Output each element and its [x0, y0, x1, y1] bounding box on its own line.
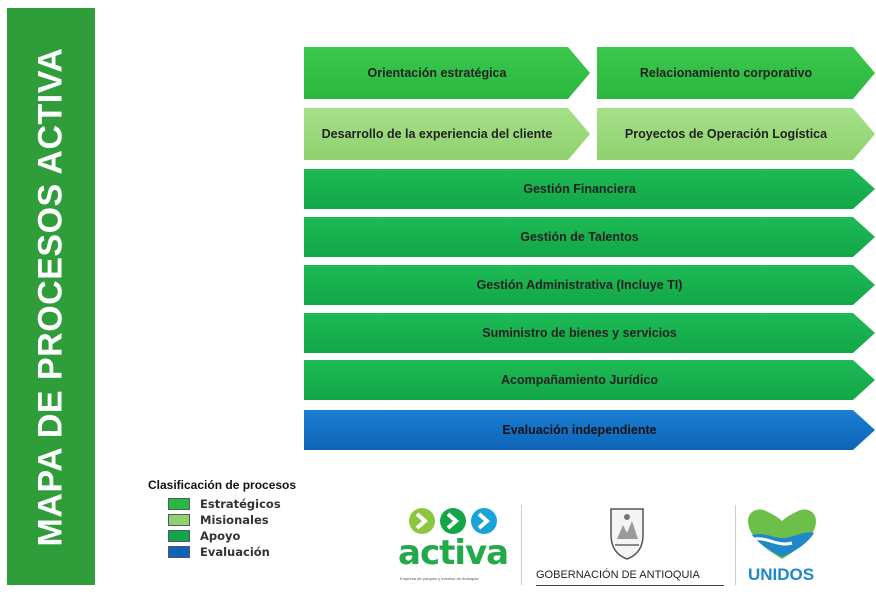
legend-item-apoyo: Apoyo — [168, 529, 240, 543]
logo-divider — [521, 505, 522, 585]
unidos-label: UNIDOS — [748, 565, 815, 584]
sidebar-banner: MAPA DE PROCESOS ACTIVA — [7, 8, 95, 585]
unidos-logo: UNIDOS — [742, 505, 822, 587]
process-orientacion-estrategica: Orientación estratégica — [304, 47, 590, 99]
process-gestion-financiera: Gestión Financiera — [304, 169, 875, 209]
process-relacionamiento-corporativo: Relacionamiento corporativo — [597, 47, 875, 99]
page-title: MAPA DE PROCESOS ACTIVA — [31, 47, 70, 546]
process-gestion-talentos: Gestión de Talentos — [304, 217, 875, 257]
legend-title: Clasificación de procesos — [148, 478, 297, 492]
gobernacion-logo: GOBERNACIÓN DE ANTIOQUIA — [530, 505, 730, 587]
process-acompanamiento-juridico: Acompañamiento Jurídico — [304, 360, 875, 400]
legend-item-evaluacion: Evaluación — [168, 545, 270, 559]
process-desarrollo-experiencia-cliente: Desarrollo de la experiencia del cliente — [304, 108, 590, 160]
legend-label: Apoyo — [200, 529, 241, 543]
legend-swatch — [168, 530, 190, 542]
process-proyectos-operacion-logistica: Proyectos de Operación Logística — [597, 108, 875, 160]
activa-logo: activa Empresa de parques y eventos de A… — [396, 505, 516, 585]
process-suministro-bienes-servicios: Suministro de bienes y servicios — [304, 313, 875, 353]
legend-item-estrategicos: Estratégicos — [168, 497, 281, 511]
legend-swatch — [168, 498, 190, 510]
legend-label: Misionales — [200, 513, 269, 527]
process-gestion-administrativa: Gestión Administrativa (Incluye TI) — [304, 265, 875, 305]
activa-wordmark: activa — [398, 533, 509, 573]
activa-logo-icon — [409, 508, 497, 534]
unidos-heart-icon — [748, 509, 816, 559]
legend-label: Estratégicos — [200, 497, 281, 511]
coat-of-arms-icon — [610, 508, 644, 560]
gobernacion-underline — [536, 585, 724, 586]
legend-label: Evaluación — [200, 545, 270, 559]
legend-item-misionales: Misionales — [168, 513, 269, 527]
legend-swatch — [168, 514, 190, 526]
gobernacion-label: GOBERNACIÓN DE ANTIOQUIA — [536, 569, 700, 581]
activa-tagline: Empresa de parques y eventos de Antioqui… — [400, 576, 479, 581]
legend-swatch — [168, 546, 190, 558]
logo-divider — [735, 505, 736, 585]
process-evaluacion-independiente: Evaluación independiente — [304, 410, 875, 450]
